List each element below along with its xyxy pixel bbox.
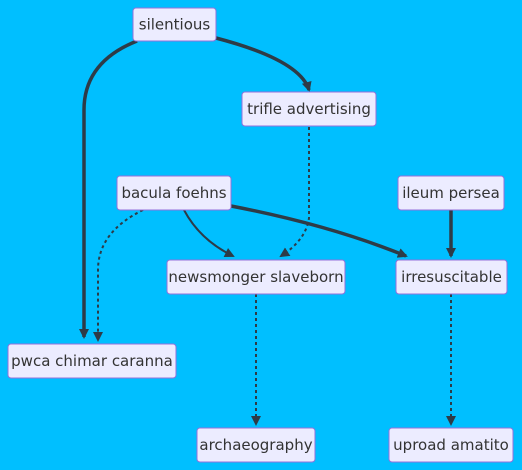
edge-bacula-foehns-to-newsmonger-slaveborn [183,209,235,258]
node-bacula-foehns: bacula foehns [116,175,232,211]
node-archaeography: archaeography [196,427,316,463]
node-label-trifle-advertising: trifle advertising [247,100,371,118]
node-label-silentious: silentious [139,16,211,34]
node-trifle-advertising: trifle advertising [241,91,377,127]
edge-silentious-to-pwca-chimar-caranna [79,39,138,339]
node-silentious: silentious [132,7,217,42]
node-label-uproad-amatito: uproad amatito [393,436,509,454]
edge-bacula-foehns-to-pwca-chimar-caranna [93,209,144,342]
edge-silentious-to-trifle-advertising [215,36,312,92]
node-label-pwca-chimar-caranna: pwca chimar caranna [11,352,173,370]
node-label-bacula-foehns: bacula foehns [121,184,226,202]
node-irresuscitable: irresuscitable [395,259,508,295]
node-uproad-amatito: uproad amatito [388,427,514,463]
edges [79,36,456,426]
node-newsmonger-slaveborn: newsmonger slaveborn [166,259,346,295]
node-label-newsmonger-slaveborn: newsmonger slaveborn [168,268,343,286]
node-label-ileum-persea: ileum persea [402,184,500,202]
edge-bacula-foehns-to-irresuscitable [230,204,408,258]
node-pwca-chimar-caranna: pwca chimar caranna [7,343,177,379]
node-ileum-persea: ileum persea [397,175,505,211]
edge-trifle-advertising-to-newsmonger-slaveborn [279,127,310,258]
node-label-archaeography: archaeography [199,436,312,454]
node-label-irresuscitable: irresuscitable [401,268,502,286]
